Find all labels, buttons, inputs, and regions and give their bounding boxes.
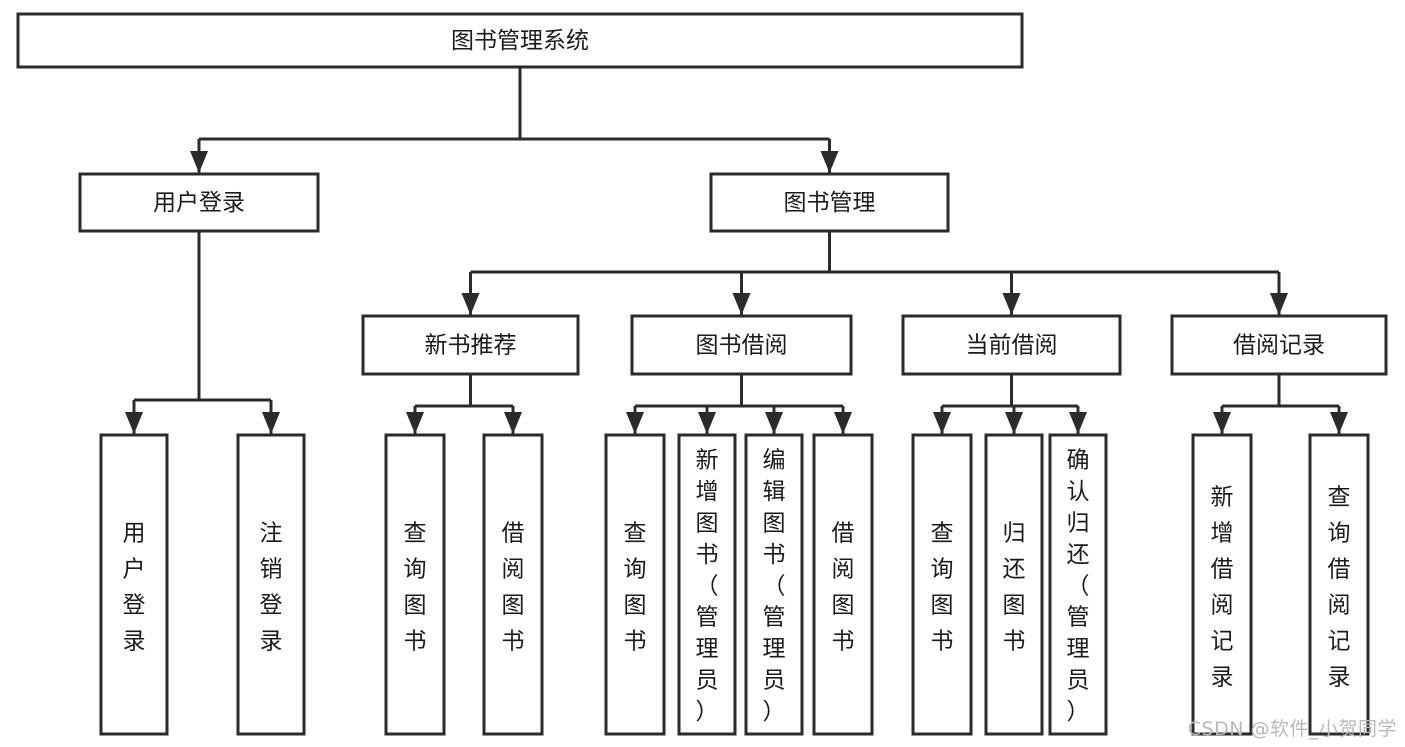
arrow-head-icon [1002, 293, 1021, 315]
node-leaf-10-rect[interactable] [1048, 433, 1108, 736]
node-l1-1-rect[interactable] [709, 172, 950, 233]
node-leaf-2[interactable]: 查询图书 [384, 433, 446, 736]
node-l2-0-rect[interactable] [361, 314, 580, 376]
node-leaf-8-label: 查询图书 [931, 521, 954, 655]
arrow-head-icon [1005, 412, 1023, 434]
arrow-head-icon [1330, 412, 1348, 434]
node-root-图书管理系统-label: 图书管理系统 [451, 28, 589, 54]
node-leaf-9-rect[interactable] [984, 433, 1044, 736]
node-l1-1-label: 图书管理 [784, 190, 876, 216]
node-leaf-7[interactable]: 借阅图书 [812, 433, 874, 736]
node-leaf-0[interactable]: 用户登录 [99, 433, 169, 736]
node-l2-1-label: 图书借阅 [696, 333, 788, 359]
node-leaf-1-rect[interactable] [236, 433, 306, 736]
arrow-head-icon [406, 412, 424, 434]
node-root-图书管理系统[interactable]: 图书管理系统 [16, 12, 1024, 69]
arrow-head-icon [125, 412, 143, 434]
node-root-图书管理系统-rect[interactable] [16, 12, 1024, 69]
node-leaf-5-rect[interactable] [677, 433, 737, 736]
node-leaf-0-rect[interactable] [99, 433, 169, 736]
node-l2-2-label: 当前借阅 [966, 333, 1058, 359]
node-l1-0-rect[interactable] [78, 172, 320, 233]
node-l2-3-label: 借阅记录 [1233, 333, 1325, 359]
node-leaf-3[interactable]: 借阅图书 [482, 433, 544, 736]
connector-layer [125, 67, 1348, 434]
arrow-head-icon [834, 412, 852, 434]
node-leaf-11-label: 新增借阅记录 [1211, 485, 1234, 691]
arrow-head-icon [765, 412, 783, 434]
node-leaf-4[interactable]: 查询图书 [604, 433, 666, 736]
node-leaf-1[interactable]: 注销登录 [236, 433, 306, 736]
arrow-head-icon [732, 293, 751, 315]
node-leaf-11[interactable]: 新增借阅记录 [1191, 433, 1253, 736]
node-leaf-8-rect[interactable] [911, 433, 973, 736]
node-leaf-7-rect[interactable] [812, 433, 874, 736]
node-leaf-5[interactable]: 新增图书（管理员） [677, 433, 737, 736]
node-l2-0[interactable]: 新书推荐 [361, 314, 580, 376]
node-leaf-11-rect[interactable] [1191, 433, 1253, 736]
node-leaf-4-label: 查询图书 [624, 521, 647, 655]
node-l2-1-rect[interactable] [630, 314, 853, 376]
arrow-head-icon [698, 412, 716, 434]
node-leaf-2-label: 查询图书 [404, 521, 427, 655]
node-leaf-9[interactable]: 归还图书 [984, 433, 1044, 736]
node-l2-3-rect[interactable] [1170, 314, 1388, 376]
node-leaf-0-label: 用户登录 [123, 521, 146, 655]
node-l1-0[interactable]: 用户登录 [78, 172, 320, 233]
node-leaf-3-label: 借阅图书 [502, 521, 525, 655]
arrow-head-icon [262, 412, 280, 434]
node-leaf-6-label: 编辑图书（管理员） [763, 448, 786, 726]
node-leaf-1-label: 注销登录 [260, 521, 283, 655]
node-leaf-3-rect[interactable] [482, 433, 544, 736]
node-leaf-10[interactable]: 确认归还（管理员） [1048, 433, 1108, 736]
arrow-head-icon [461, 293, 480, 315]
node-l2-0-label: 新书推荐 [425, 333, 517, 359]
node-leaf-5-label: 新增图书（管理员） [696, 448, 719, 726]
arrow-head-icon [626, 412, 644, 434]
node-layer: 图书管理系统用户登录图书管理新书推荐图书借阅当前借阅借阅记录用户登录注销登录查询… [16, 12, 1388, 736]
arrow-head-icon [933, 412, 951, 434]
node-leaf-9-label: 归还图书 [1003, 521, 1026, 655]
node-l1-0-label: 用户登录 [153, 190, 245, 216]
arrow-head-icon [190, 151, 208, 173]
node-leaf-8[interactable]: 查询图书 [911, 433, 973, 736]
node-leaf-10-label: 确认归还（管理员） [1067, 448, 1090, 726]
arrow-head-icon [1069, 412, 1087, 434]
node-leaf-2-rect[interactable] [384, 433, 446, 736]
node-leaf-7-label: 借阅图书 [832, 521, 855, 655]
arrow-head-icon [1270, 293, 1288, 315]
node-l2-1[interactable]: 图书借阅 [630, 314, 853, 376]
node-l2-3[interactable]: 借阅记录 [1170, 314, 1388, 376]
node-leaf-12-label: 查询借阅记录 [1328, 485, 1351, 691]
node-leaf-12[interactable]: 查询借阅记录 [1308, 433, 1370, 736]
node-leaf-12-rect[interactable] [1308, 433, 1370, 736]
node-leaf-6[interactable]: 编辑图书（管理员） [744, 433, 804, 736]
node-l2-2[interactable]: 当前借阅 [901, 314, 1122, 376]
arrow-head-icon [820, 151, 839, 173]
node-leaf-4-rect[interactable] [604, 433, 666, 736]
node-l2-2-rect[interactable] [901, 314, 1122, 376]
arrow-head-icon [1213, 412, 1231, 434]
node-l1-1[interactable]: 图书管理 [709, 172, 950, 233]
node-leaf-6-rect[interactable] [744, 433, 804, 736]
arrow-head-icon [504, 412, 522, 434]
